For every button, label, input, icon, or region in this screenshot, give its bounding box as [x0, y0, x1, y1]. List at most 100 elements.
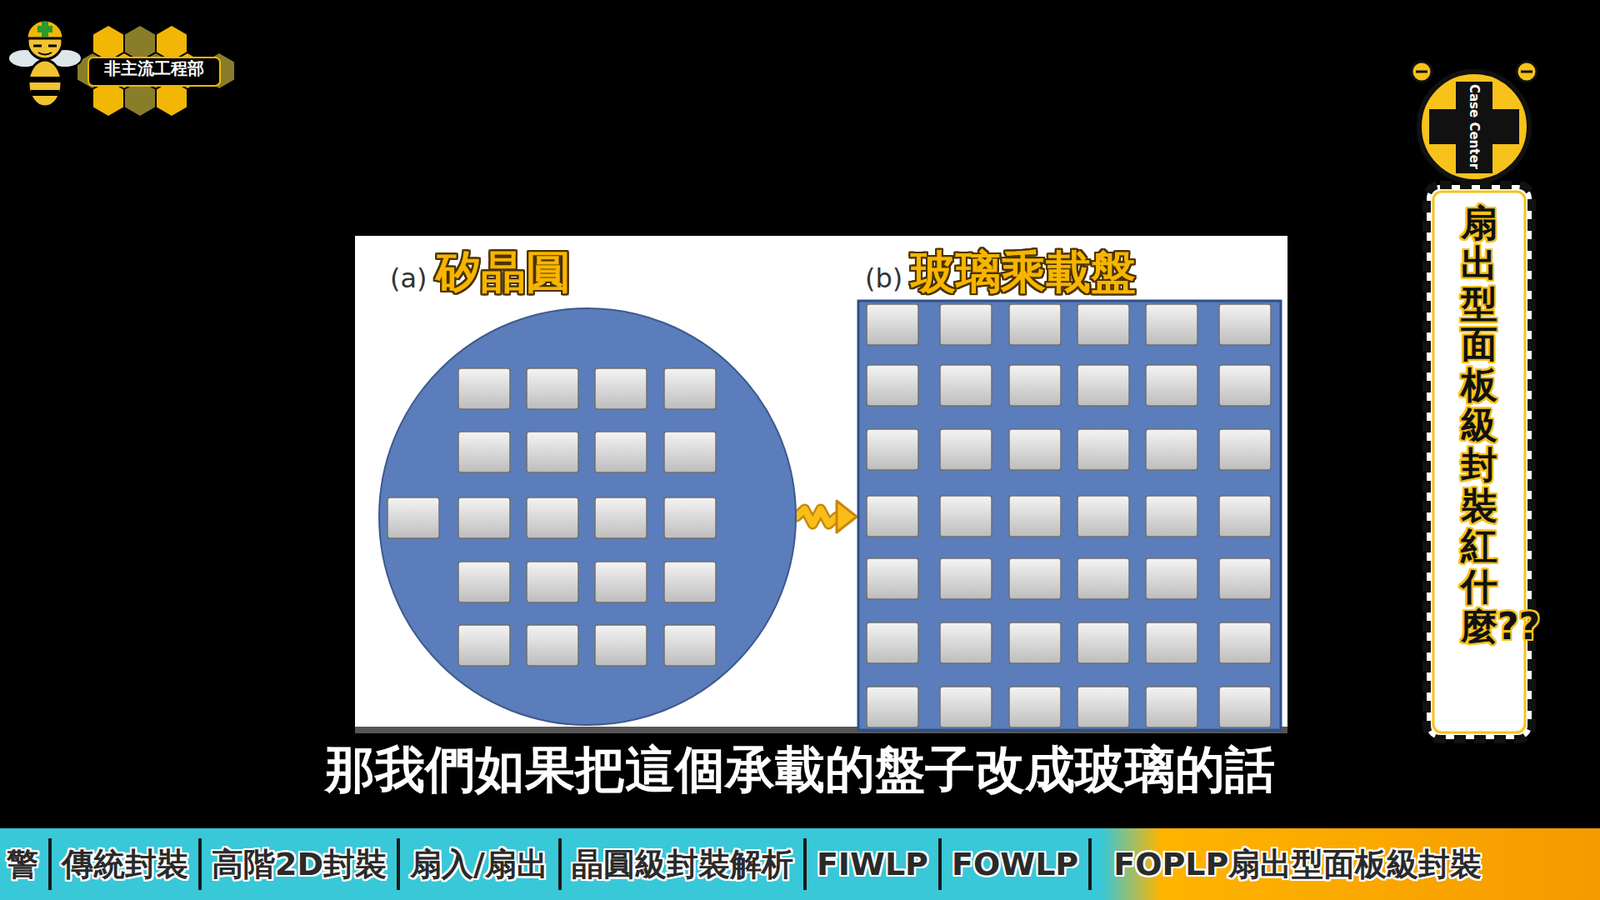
die-chip	[1145, 686, 1198, 728]
nav-separator	[198, 838, 202, 890]
nav-item: 高階2D封裝	[211, 828, 387, 900]
die-chip	[664, 561, 716, 603]
die-chip	[1219, 429, 1271, 470]
die-chip	[940, 686, 992, 728]
die-chip	[1077, 686, 1130, 728]
die-chip	[1219, 365, 1271, 406]
die-chip	[866, 365, 919, 406]
nav-item: 傳統封裝	[61, 828, 189, 900]
wafer-outline	[379, 308, 796, 725]
die-chip	[595, 561, 647, 603]
panel-tag: (a)	[390, 265, 428, 292]
die-chip	[1219, 686, 1271, 728]
die-chip	[1077, 365, 1130, 406]
panel-outline	[858, 300, 1281, 730]
die-chip	[1077, 622, 1130, 664]
arrow-body	[796, 509, 837, 525]
die-chip	[526, 561, 579, 603]
die-chip	[664, 625, 716, 666]
die-chip	[1145, 558, 1198, 600]
die-chip	[526, 625, 579, 666]
die-chip	[458, 497, 510, 539]
nav-separator	[558, 838, 562, 890]
die-chip	[595, 368, 647, 410]
die-chip	[940, 304, 992, 345]
die-chip	[595, 431, 647, 473]
die-chip	[1077, 495, 1130, 537]
subtitle: 那我們如果把這個承載的盤子改成玻璃的話	[0, 738, 1600, 800]
die-chip	[1009, 622, 1061, 664]
die-chip	[1009, 558, 1061, 600]
badge-text: Case Center	[1466, 84, 1482, 170]
nav-item: 警	[6, 828, 39, 900]
nav-item: FOPLP扇出型面板級封裝	[1101, 828, 1600, 900]
die-chip	[1145, 429, 1198, 470]
die-chip	[458, 431, 510, 473]
connector-arrow	[796, 500, 857, 533]
node-shape	[366, 248, 817, 736]
die-chip	[1219, 622, 1271, 664]
die-chip	[940, 622, 992, 664]
die-chip	[1077, 304, 1130, 345]
die-chip	[526, 431, 579, 473]
nav-item: FIWLP	[816, 828, 929, 900]
side-banner	[1411, 61, 1537, 740]
nav-separator	[803, 838, 807, 890]
nav-item: FOWLP	[951, 828, 1079, 900]
die-chip	[866, 558, 919, 600]
panel-tag: (b)	[865, 265, 903, 292]
die-chip	[1145, 495, 1198, 537]
die-chip	[458, 561, 510, 603]
die-chip	[664, 431, 716, 473]
nav-separator	[1088, 838, 1092, 890]
panel-node: (b) 玻璃乘載盤	[851, 248, 1290, 736]
die-chip	[1145, 304, 1198, 345]
die-chip	[664, 497, 716, 539]
die-chip	[595, 625, 647, 666]
die-chip	[1009, 686, 1061, 728]
vertical-title: 扇出型面板級封裝紅什麼??	[1460, 203, 1498, 647]
die-chip	[866, 686, 919, 728]
die-chip	[1145, 365, 1198, 406]
wafer-node: (a) 矽晶圓	[366, 248, 817, 736]
nav-item: 扇入/扇出	[410, 828, 549, 900]
die-chip	[1009, 365, 1061, 406]
die-chip	[866, 304, 919, 345]
node-shape	[851, 248, 1290, 736]
die-chip	[1077, 558, 1130, 600]
bee-mascot	[8, 20, 82, 125]
die-chip	[1009, 429, 1061, 470]
die-chip	[458, 625, 510, 666]
die-chip	[866, 495, 919, 537]
panel-heading: 矽晶圓	[435, 250, 571, 295]
die-chip	[595, 497, 647, 539]
arrow-body-outline	[796, 509, 837, 525]
arrow-head	[836, 500, 857, 533]
die-chip	[866, 429, 919, 470]
image-panel	[355, 235, 1288, 734]
nav-item: 晶圓級封裝解析	[571, 828, 794, 900]
die-chip	[1145, 622, 1198, 664]
die-chip	[458, 368, 510, 410]
die-chip	[1009, 495, 1061, 537]
nav-separator	[396, 838, 400, 890]
die-chip	[664, 368, 716, 410]
die-chip	[940, 558, 992, 600]
die-chip	[1219, 558, 1271, 600]
nav-bar: 警傳統封裝高階2D封裝扇入/扇出晶圓級封裝解析 FIWLP FOWLP FOPLP扇出…	[0, 828, 1600, 900]
die-chip	[526, 497, 579, 539]
logo-text: 非主流工程部	[88, 57, 220, 86]
honeycomb-logo	[76, 25, 235, 117]
die-chip	[1077, 429, 1130, 470]
die-chip	[940, 495, 992, 537]
die-chip	[940, 429, 992, 470]
nav-separator	[938, 838, 942, 890]
die-chip	[1219, 304, 1271, 345]
die-chip	[1219, 495, 1271, 537]
die-chip	[1009, 304, 1061, 345]
die-chip	[387, 497, 440, 539]
panel-heading: 玻璃乘載盤	[910, 250, 1136, 295]
die-chip	[526, 368, 579, 410]
die-chip	[866, 622, 919, 664]
die-chip	[940, 365, 992, 406]
